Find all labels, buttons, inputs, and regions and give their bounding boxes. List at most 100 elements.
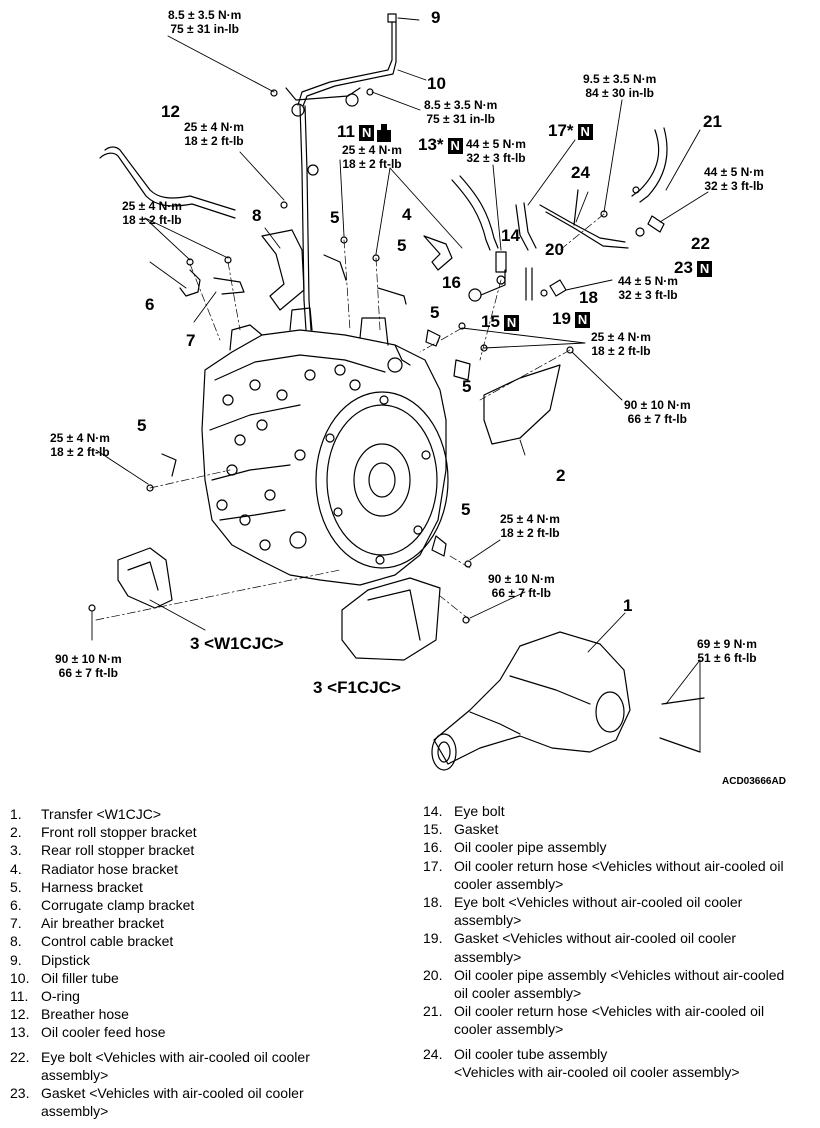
callout-16: 16 — [442, 273, 461, 292]
oil-cooler-pipe-16 — [468, 269, 506, 302]
alignment-lines — [95, 213, 605, 621]
torque-imperial: 18 ± 2 ft-lb — [184, 134, 244, 148]
legend-item-line: Control cable bracket — [41, 933, 174, 950]
harness-bracket — [425, 329, 441, 347]
legend-item-line: Breather hose — [41, 1006, 129, 1023]
callout-13: 13*N — [418, 135, 463, 155]
legend-item-text: Gasket — [454, 820, 818, 838]
legend-item-line: assembly> — [41, 1103, 109, 1120]
torque-imperial: 75 ± 31 in-lb — [170, 22, 239, 36]
torque-metric: 25 ± 4 N·m — [500, 512, 560, 526]
callout-5: 5 — [430, 303, 440, 322]
torque-metric: 90 ± 10 N·m — [624, 398, 691, 412]
legend-item-number: 20. — [423, 966, 443, 983]
callout-1: 1 — [623, 596, 633, 615]
legend-item: 8.Control cable bracket — [10, 932, 410, 950]
torque-imperial: 51 ± 6 ft-lb — [697, 651, 757, 665]
legend-item-line: assembly> — [41, 1066, 109, 1083]
legend-item: 6.Corrugate clamp bracket — [10, 896, 410, 914]
transaxle-exploded-diagram — [88, 13, 709, 771]
legend-item-number: 5. — [10, 878, 22, 895]
legend-item: 2.Front roll stopper bracket — [10, 823, 410, 841]
callout-10: 10 — [427, 74, 446, 93]
radiator-hose-bracket — [423, 235, 453, 271]
n-mark-badge: N — [503, 314, 520, 331]
breather-hose — [99, 146, 236, 219]
legend-item: 22.Eye bolt <Vehicles with air-cooled oi… — [10, 1048, 410, 1084]
legend-item-line: assembly> — [454, 948, 522, 965]
torque-metric: 25 ± 4 N·m — [342, 143, 402, 157]
legend-item-line: cooler assembly> — [454, 1021, 564, 1038]
torque-metric: 90 ± 10 N·m — [488, 572, 555, 586]
torque-imperial: 84 ± 30 in-lb — [585, 86, 654, 100]
legend-item-number: 19. — [423, 930, 443, 947]
sealant-icon — [377, 123, 392, 142]
callout-14: 14 — [501, 226, 520, 245]
harness-bracket — [161, 453, 177, 477]
legend-item-number: 13. — [10, 1024, 30, 1041]
legend-item: 21.Oil cooler return hose <Vehicles with… — [423, 1002, 818, 1038]
legend-item-text: Oil cooler return hose <Vehicles with ai… — [454, 1002, 818, 1038]
legend-item-line: Oil cooler tube assembly — [454, 1045, 608, 1062]
legend-item-line: Front roll stopper bracket — [41, 824, 197, 841]
legend-item-line: Air breather bracket — [41, 915, 164, 932]
rear-roll-stopper-bracket-w1cjc — [117, 547, 173, 609]
corrugate-clamp-bracket — [179, 269, 201, 297]
legend-item-text: Oil cooler feed hose — [41, 1023, 410, 1041]
legend-item-number: 12. — [10, 1006, 30, 1023]
torque-metric: 25 ± 4 N·m — [184, 120, 244, 134]
legend-item: 16.Oil cooler pipe assembly — [423, 838, 818, 856]
legend-item-text: Gasket <Vehicles with air-cooled oil coo… — [41, 1084, 410, 1120]
n-mark-badge: N — [447, 137, 463, 154]
torque-imperial: 66 ± 7 ft-lb — [491, 586, 551, 600]
callout-24: 24 — [571, 163, 590, 182]
legend-item-line: Oil cooler pipe assembly <Vehicles witho… — [454, 966, 785, 983]
torque-imperial: 32 ± 3 ft-lb — [466, 151, 526, 165]
legend-item-line: Oil cooler return hose <Vehicles without… — [454, 857, 784, 874]
torque-metric: 25 ± 4 N·m — [50, 431, 110, 445]
n-mark-badge: N — [696, 260, 713, 277]
legend-item: 20. Oil cooler pipe assembly <Vehicles wi… — [423, 966, 818, 1002]
legend-item-line: Radiator hose bracket — [41, 860, 178, 877]
torque-metric: 69 ± 9 N·m — [697, 637, 757, 651]
legend-item: 3.Rear roll stopper bracket — [10, 841, 410, 859]
legend-item: 1.Transfer <W1CJC> — [10, 805, 410, 823]
legend-item: 5. Harness bracket — [10, 878, 410, 896]
legend-item-number: 3. — [10, 842, 22, 859]
legend-item-number: 24. — [423, 1045, 443, 1062]
legend-item-text: Eye bolt — [454, 802, 818, 820]
legend-item-text: Front roll stopper bracket — [41, 823, 410, 841]
oil-cooler-feed-hose — [451, 175, 499, 251]
legend-item-number: 23. — [10, 1085, 30, 1102]
legend-item-text: Harness bracket — [41, 878, 410, 896]
callout-20: 20 — [545, 240, 564, 259]
legend-item-line: oil cooler assembly> — [454, 985, 582, 1002]
callout-11-number: 11 — [337, 122, 355, 141]
callout-2: 2 — [556, 466, 566, 485]
legend-item-text: Dipstick — [41, 951, 410, 969]
eye-bolt-22 — [635, 215, 665, 237]
callout-8: 8 — [252, 206, 262, 225]
legend-item: 11.O-ring — [10, 987, 410, 1005]
torque-metric: 25 ± 4 N·m — [591, 330, 651, 344]
n-mark-badge: N — [574, 311, 591, 328]
legend-item-line: Eye bolt <Vehicles without air-cooled oi… — [454, 894, 743, 911]
legend-item-text: Oil filler tube — [41, 969, 410, 987]
torque-imperial: 18 ± 2 ft-lb — [122, 213, 182, 227]
callout-5: 5 — [330, 208, 340, 227]
legend-item-line: Gasket <Vehicles with air-cooled oil coo… — [41, 1085, 304, 1102]
harness-bracket — [431, 535, 447, 557]
legend-item-line: Oil filler tube — [41, 969, 119, 986]
callout-3-w1cjc: 3 <W1CJC> — [190, 634, 284, 653]
torque-imperial: 18 ± 2 ft-lb — [50, 445, 110, 459]
legend-item-line: Dipstick — [41, 951, 91, 968]
torque-imperial: 18 ± 2 ft-lb — [342, 157, 402, 171]
torque-imperial: 66 ± 7 ft-lb — [627, 412, 687, 426]
